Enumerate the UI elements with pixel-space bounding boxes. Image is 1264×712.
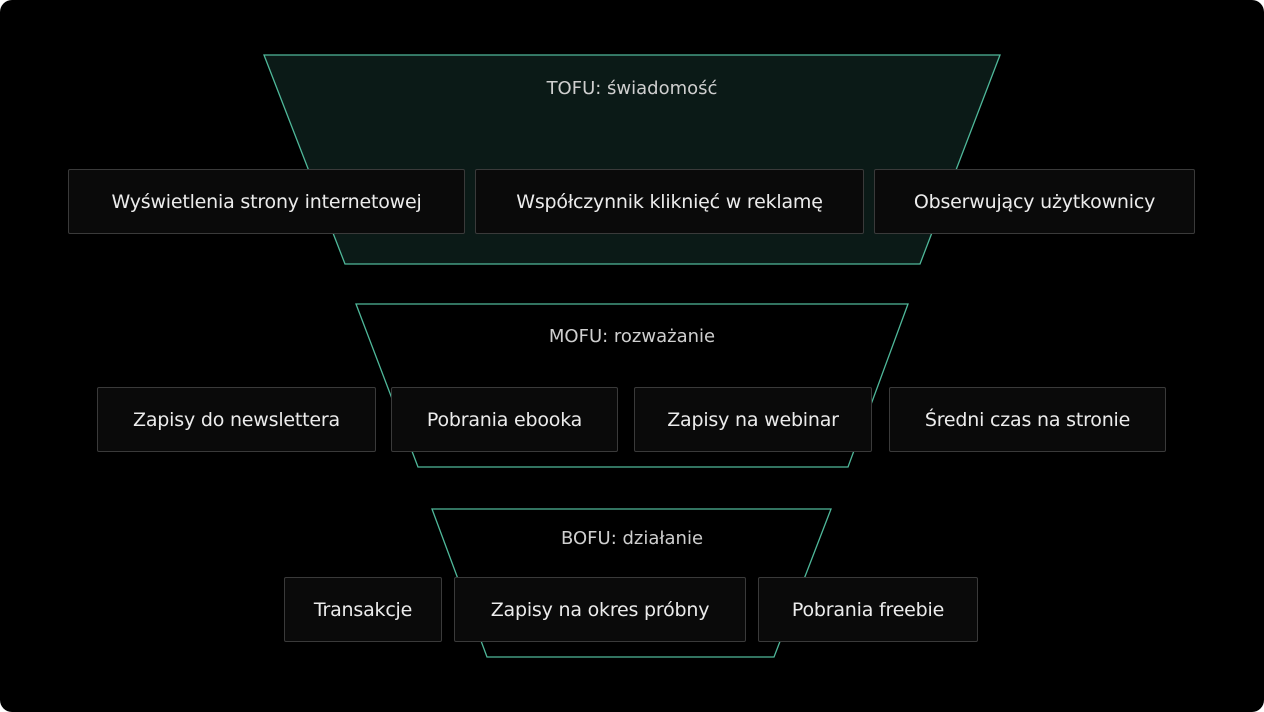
tofu-title: TOFU: świadomość — [546, 78, 718, 99]
metric-box: Współczynnik kliknięć w reklamę — [475, 169, 864, 234]
metric-box: Transakcje — [284, 577, 442, 642]
metric-box: Zapisy do newslettera — [97, 387, 376, 452]
metric-box: Pobrania freebie — [758, 577, 978, 642]
metric-box: Pobrania ebooka — [391, 387, 618, 452]
bofu-title: BOFU: działanie — [560, 528, 704, 549]
mofu-title: MOFU: rozważanie — [548, 326, 716, 347]
metric-box: Zapisy na okres próbny — [454, 577, 746, 642]
metric-box: Wyświetlenia strony internetowej — [68, 169, 465, 234]
metric-box: Zapisy na webinar — [634, 387, 872, 452]
metric-box: Średni czas na stronie — [889, 387, 1166, 452]
metric-box: Obserwujący użytkownicy — [874, 169, 1195, 234]
